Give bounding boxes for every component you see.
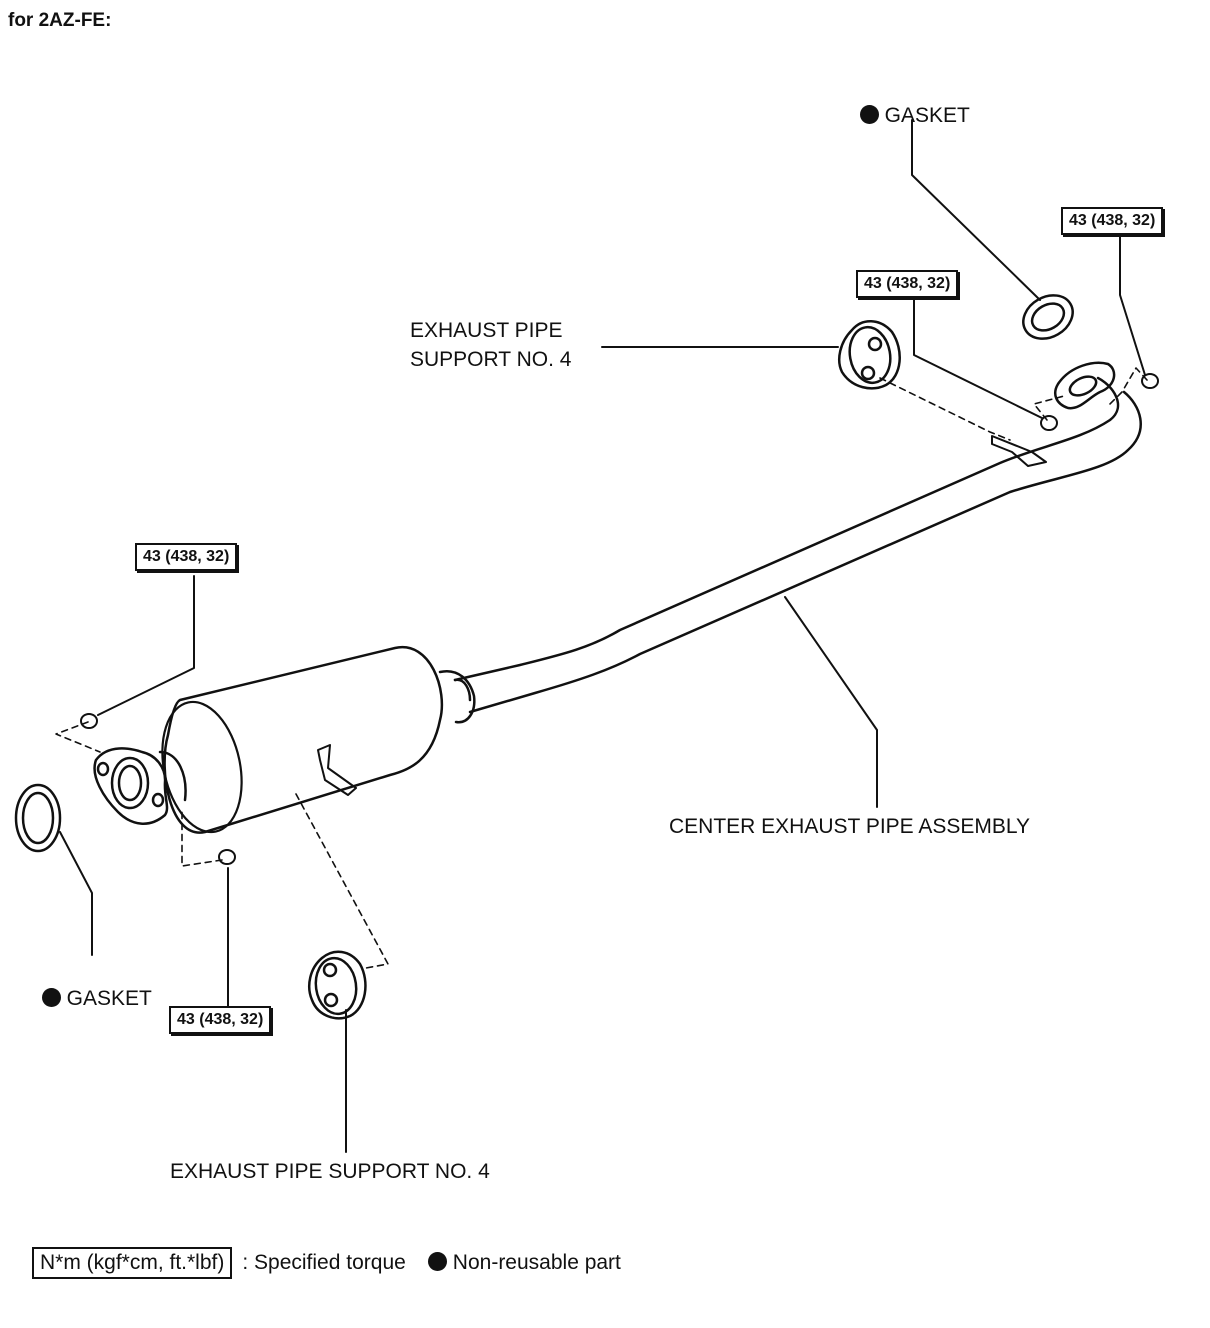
converter-neck (438, 669, 476, 724)
legend-torque-unit: N*m (kgf*cm, ft.*lbf) (32, 1247, 233, 1279)
gasket-upper-ring (1022, 294, 1074, 340)
outlet-flange (1054, 361, 1116, 410)
nut-icons (80, 373, 1159, 865)
page-heading: for 2AZ-FE: (8, 10, 112, 31)
torque-box-top-right: 43 (438, 32) (1061, 207, 1164, 235)
center-pipe-tube (453, 376, 1120, 682)
torque-box-left-lower: 43 (438, 32) (169, 1006, 272, 1034)
legend-nonreusable-desc: Non-reusable part (452, 1251, 621, 1274)
support-lower-hanger (308, 950, 367, 1020)
leader-center-pipe (784, 596, 878, 808)
leader-torque-top-right (1119, 236, 1146, 376)
torque-box-left-upper: 43 (438, 32) (135, 543, 238, 571)
converter-body (163, 645, 444, 834)
non-reusable-dot-icon (859, 105, 879, 124)
gasket-lower-ring (14, 783, 62, 853)
label-support-upper: EXHAUST PIPE SUPPORT NO. 4 (410, 319, 572, 371)
leader-torque-top-middle (913, 299, 1043, 419)
inlet-flange (93, 747, 169, 825)
label-gasket-bottom: GASKET (30, 955, 152, 1013)
center-pipe-tube-lower (468, 390, 1142, 714)
legend-torque-desc: : Specified torque (242, 1251, 406, 1274)
alignment-dashes (55, 367, 1148, 969)
non-reusable-dot-icon (41, 988, 61, 1007)
non-reusable-dot-icon (427, 1252, 447, 1271)
support-upper-hanger (838, 320, 901, 390)
converter-bracket (317, 744, 357, 796)
torque-box-top-middle: 43 (438, 32) (856, 270, 959, 298)
leader-gasket-top (911, 119, 1041, 301)
label-center-pipe: CENTER EXHAUST PIPE ASSEMBLY (669, 815, 1030, 838)
label-gasket-top: GASKET (848, 72, 970, 130)
leader-torque-left-upper (97, 575, 195, 716)
leader-gasket-bottom (59, 831, 93, 956)
legend: N*m (kgf*cm, ft.*lbf) : Specified torque N… (32, 1247, 621, 1279)
pipe-bracket (991, 435, 1047, 467)
label-support-lower: EXHAUST PIPE SUPPORT NO. 4 (170, 1160, 490, 1183)
